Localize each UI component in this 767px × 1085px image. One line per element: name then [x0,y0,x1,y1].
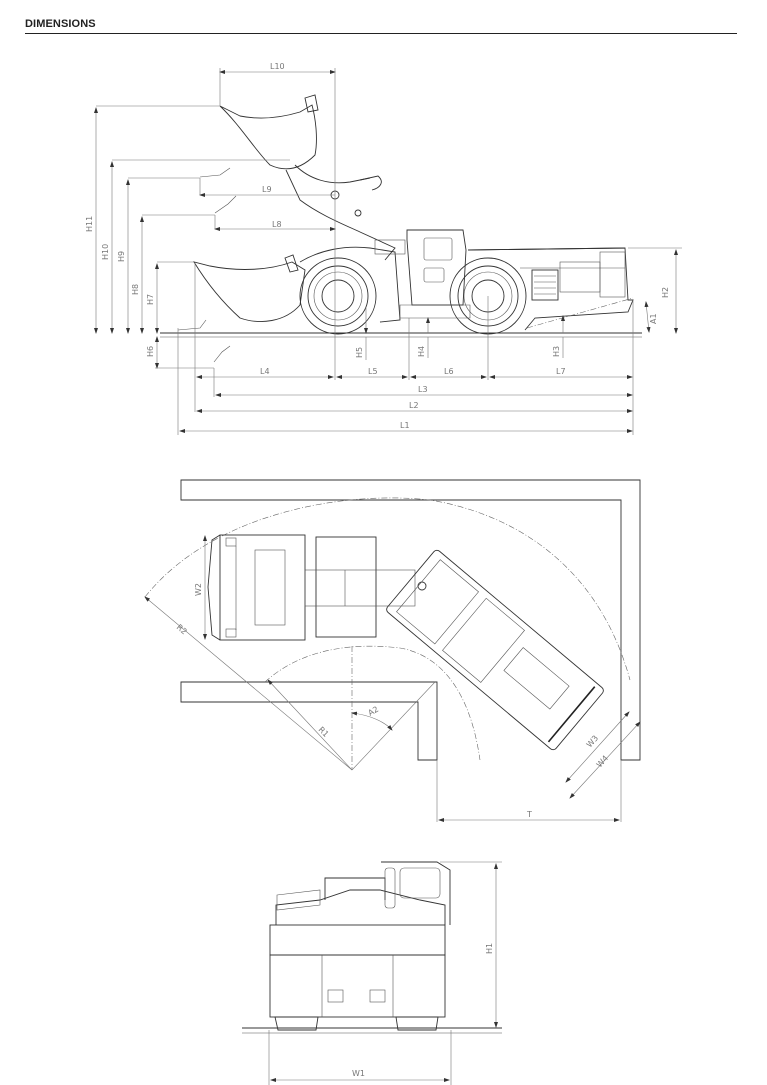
label-L1: L1 [400,421,410,430]
label-R1: R1 [317,725,331,739]
label-H11: H11 [85,216,94,232]
label-L10: L10 [270,62,285,71]
label-L7: L7 [556,367,566,376]
label-W1: W1 [352,1069,365,1078]
label-T: T [526,810,532,819]
label-H5: H5 [355,347,364,358]
label-L6: L6 [444,367,454,376]
side-view-drawing: H11 H10 H9 H8 H7 H6 L10 L9 L8 H5 [85,62,682,435]
label-H8-upper: H8 [131,284,140,295]
label-L4: L4 [260,367,270,376]
label-H2: H2 [661,287,670,298]
label-L9: L9 [262,185,272,194]
label-H9: H9 [117,251,126,262]
label-R2: R2 [175,623,189,637]
front-view-drawing: H1 W1 [242,861,502,1085]
label-H1: H1 [485,943,494,954]
label-L2: L2 [409,401,419,410]
label-W2: W2 [194,583,203,596]
label-A1: A1 [649,313,658,324]
label-L8: L8 [272,220,282,229]
label-A2: A2 [367,705,381,718]
label-W4: W4 [595,754,610,770]
label-H3: H3 [552,346,561,357]
label-L5: L5 [368,367,378,376]
turning-radius-drawing: R2 R1 A2 W2 W3 W4 T [144,479,641,822]
label-H6: H6 [146,346,155,357]
label-L3: L3 [418,385,428,394]
label-H7: H7 [146,294,155,305]
label-H10: H10 [101,244,110,260]
label-H4: H4 [417,346,426,357]
section-header: DIMENSIONS [25,14,737,34]
section-title: DIMENSIONS [25,18,96,30]
